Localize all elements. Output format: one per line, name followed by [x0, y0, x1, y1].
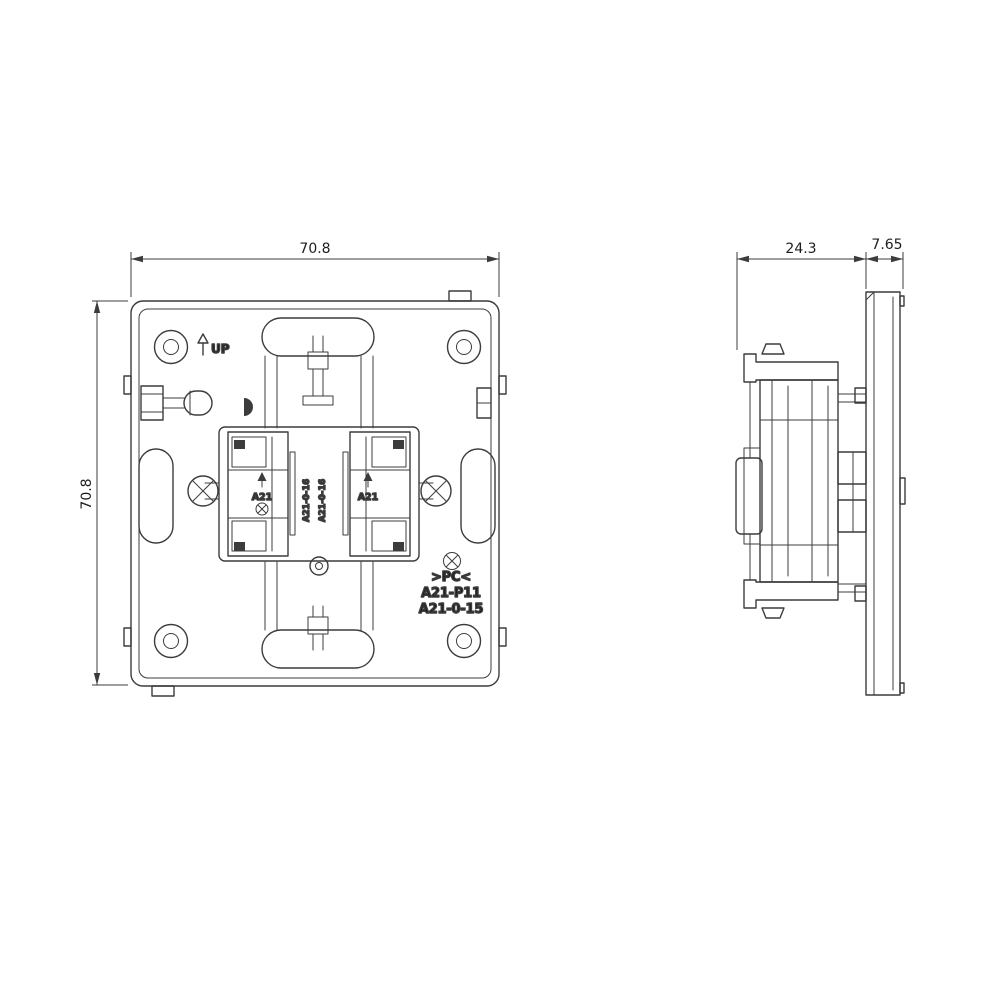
dim-side-thickness: 7.65: [866, 237, 904, 289]
module-label-left: A21: [252, 492, 273, 503]
right-clip-assembly: [476, 387, 492, 419]
center-screw: [309, 556, 329, 576]
front-width-value: 70.8: [299, 241, 330, 257]
module-label-right: A21: [358, 492, 379, 503]
front-view: UP A21 A21 A21-0-16 A21-0-16 >PC< A21-P1…: [123, 290, 507, 697]
dim-front-height: 70.8: [79, 300, 128, 686]
left-clip-assembly: [140, 385, 213, 421]
side-depth-value: 24.3: [785, 241, 816, 257]
left-phillips-screw: [187, 475, 220, 507]
connector-straps: [264, 355, 374, 631]
dim-front-width: 70.8: [130, 241, 500, 297]
top-mounting-slot: [261, 317, 375, 370]
side-flange-plate: [854, 291, 906, 696]
left-a21-marking: [255, 472, 269, 516]
corner-screw-holes: [153, 329, 482, 659]
half-moon-mark: [244, 398, 253, 416]
up-arrow-icon: [197, 333, 209, 356]
vertical-marking-left: A21-0-16: [302, 479, 312, 522]
side-view: [735, 291, 906, 696]
right-a21-marking: [363, 472, 373, 488]
side-mechanism: [735, 343, 867, 619]
switch-module: [218, 426, 420, 562]
up-label: UP: [211, 342, 230, 356]
mounting-frame: [123, 290, 507, 697]
circled-x-icon: [443, 552, 461, 570]
dim-side-depth: 24.3: [736, 241, 867, 350]
right-phillips-screw: [418, 475, 452, 507]
model-line1: A21-P11: [421, 586, 481, 601]
vertical-marking-right: A21-0-16: [318, 479, 328, 522]
side-mounting-slots: [138, 448, 496, 544]
side-thickness-value: 7.65: [871, 237, 902, 253]
bottom-mounting-slot: [261, 616, 375, 669]
front-height-value: 70.8: [79, 478, 95, 509]
material-marking: >PC<: [431, 570, 471, 585]
model-line2: A21-0-15: [419, 602, 484, 617]
